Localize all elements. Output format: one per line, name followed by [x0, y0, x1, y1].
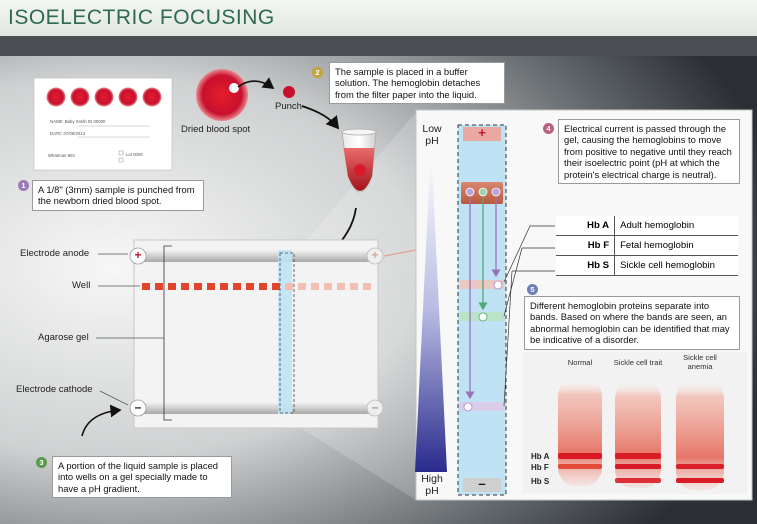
- card-date-line: DATE: 07/09/2013: [50, 131, 86, 136]
- step-2-badge: 2: [312, 67, 323, 78]
- hb-description: Fetal hemoglobin: [614, 235, 738, 256]
- page-title: ISOELECTRIC FOCUSING: [8, 6, 275, 29]
- step-4-note: Electrical current is passed through the…: [558, 119, 740, 185]
- result-column-anemia: Sickle cell anemia: [683, 353, 717, 371]
- high-ph-label: High pH: [418, 473, 446, 497]
- low-ph-word: Low: [422, 123, 442, 135]
- hb-name: Hb S: [556, 255, 616, 276]
- well-label: Well: [72, 280, 91, 291]
- anode-plus-symbol-right: +: [371, 248, 379, 262]
- gel-wells-empty: [285, 283, 371, 290]
- hb-name: Hb F: [556, 235, 616, 256]
- high-ph-unit: pH: [425, 485, 439, 497]
- anode-plus-symbol: +: [134, 248, 142, 262]
- table-row: Hb A Adult hemoglobin: [556, 216, 738, 236]
- card-spots: [46, 87, 162, 107]
- dried-blood-spot-label: Dried blood spot: [181, 124, 251, 135]
- step-3-note: A portion of the liquid sample is placed…: [52, 456, 232, 499]
- result-column-normal: Normal: [567, 358, 593, 367]
- high-ph-word: High: [421, 473, 443, 485]
- step-5-badge: 5: [527, 284, 538, 295]
- lane-plus-symbol: +: [478, 125, 486, 140]
- result-hb-s-label: Hb S: [531, 477, 550, 486]
- cathode-minus-symbol: –: [134, 400, 142, 414]
- low-ph-unit: pH: [425, 135, 439, 147]
- agarose-gel-label: Agarose gel: [38, 332, 89, 343]
- step-5-note: Different hemoglobin proteins separate i…: [524, 296, 740, 350]
- card-footer-left: Whatman 903: [48, 153, 75, 158]
- step-1-note: A 1/8" (3mm) sample is punched from the …: [32, 180, 204, 211]
- gel-wells: [142, 283, 280, 290]
- card-footer-right: Lot 0000: [126, 152, 143, 157]
- punch-label: Punch: [275, 101, 302, 112]
- table-row: Hb F Fetal hemoglobin: [556, 235, 738, 256]
- result-hb-f-label: Hb F: [531, 463, 549, 472]
- card-name-line: NAME: Baby Smith ID 00000: [50, 119, 106, 124]
- step-2-note: The sample is placed in a buffer solutio…: [329, 62, 505, 105]
- hemoglobin-table: Hb A Adult hemoglobin Hb F Fetal hemoglo…: [556, 216, 738, 276]
- lane-minus-symbol: –: [478, 476, 486, 491]
- result-bands: [558, 453, 724, 483]
- hb-description: Adult hemoglobin: [614, 216, 738, 236]
- hb-description: Sickle cell hemoglobin: [614, 255, 738, 276]
- step-4-badge: 4: [543, 123, 554, 134]
- result-column-trait: Sickle cell trait: [613, 358, 663, 367]
- step-3-badge: 3: [36, 457, 47, 468]
- result-smears: [558, 378, 724, 490]
- result-hb-a-label: Hb A: [531, 452, 550, 461]
- cathode-minus-symbol-right: –: [371, 400, 379, 414]
- hb-name: Hb A: [556, 216, 616, 236]
- step-1-badge: 1: [18, 180, 29, 191]
- table-row: Hb S Sickle cell hemoglobin: [556, 255, 738, 276]
- low-ph-label: Low pH: [418, 123, 446, 147]
- electrode-cathode-label: Electrode cathode: [16, 384, 93, 395]
- electrode-anode-label: Electrode anode: [20, 248, 90, 259]
